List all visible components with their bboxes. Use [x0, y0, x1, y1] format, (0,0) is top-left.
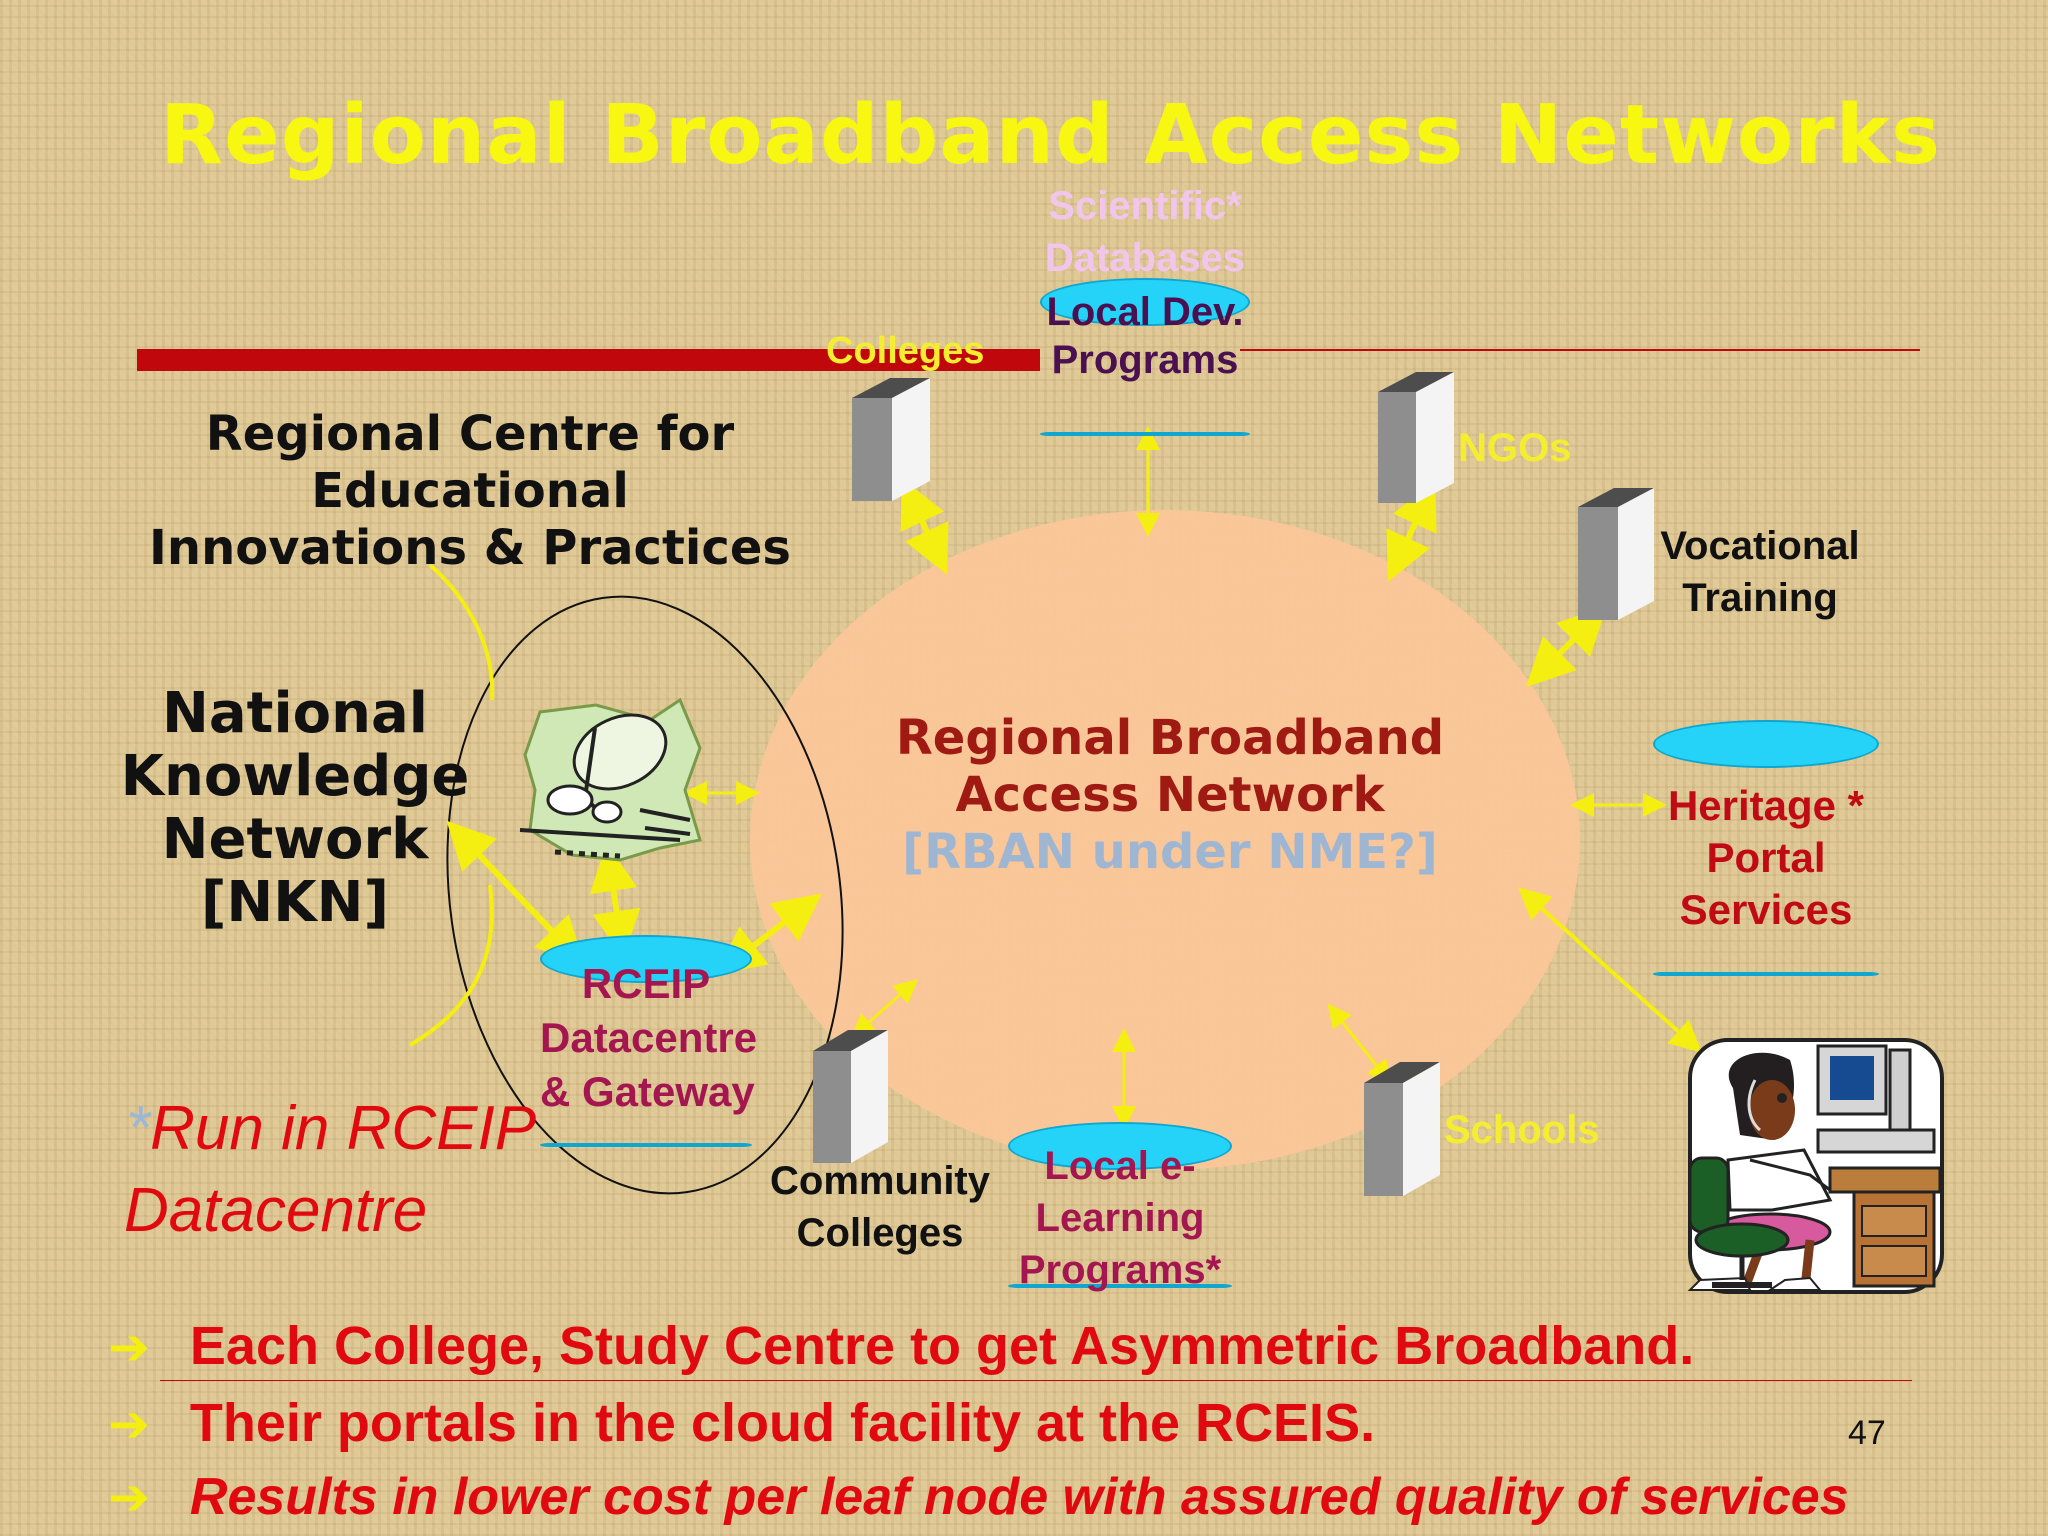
rceip-heading: Regional Centre for Educational Innovati…	[110, 406, 830, 577]
footnote-line-1: Run in RCEIP	[150, 1094, 537, 1163]
nkn-heading-line-2: Knowledge	[120, 744, 470, 809]
rceip-datacentre-cylinder: RCEIP Datacentre & Gateway	[540, 935, 758, 1147]
nkn-heading-line-3: Network	[161, 807, 429, 872]
community-colleges-line-2: Colleges	[796, 1211, 964, 1255]
satellite-dish-icon	[519, 697, 702, 862]
heritage-portal-line-1: Heritage *	[1667, 782, 1865, 829]
scientific-databases-label: Scientific* Databases	[1030, 180, 1260, 284]
server-community	[813, 1030, 888, 1163]
local-elearning-line-1: Local e-	[1044, 1144, 1196, 1188]
rban-line-2: Access Network	[955, 767, 1385, 823]
footnote-line-2: Datacentre	[124, 1176, 428, 1245]
server-vocational	[1578, 488, 1654, 620]
server-ngos	[1378, 372, 1454, 503]
local-elearning-cylinder: Local e- Learning Programs*	[1008, 1122, 1232, 1292]
rban-line-3: [RBAN under NME?]	[902, 824, 1438, 880]
bullet-1-text: Each College, Study Centre to get Asymme…	[189, 1316, 1695, 1376]
arrow-vocational	[1526, 606, 1607, 687]
server-schools	[1364, 1062, 1440, 1196]
rceip-datacentre-line-2: Datacentre	[540, 1014, 758, 1061]
rceip-heading-line-3: Innovations & Practices	[149, 520, 791, 576]
vocational-training-line-2: Training	[1682, 576, 1838, 620]
heritage-portal-line-3: Services	[1679, 886, 1853, 933]
bullet-arrow-icon: ➔	[108, 1395, 150, 1453]
vocational-training-label: Vocational Training	[1660, 520, 1860, 624]
nkn-heading-line-1: National	[162, 681, 428, 746]
scientific-databases-line-2: Databases	[1044, 236, 1246, 280]
local-elearning-line-3: Programs*	[1018, 1248, 1222, 1292]
callout-curve-upper	[428, 563, 495, 701]
red-divider-thick	[137, 349, 1040, 371]
red-divider-thin	[1240, 349, 1920, 351]
rceip-datacentre-line-1: RCEIP	[581, 960, 711, 1007]
slide-title: Regional Broadband Access Networks	[160, 88, 1941, 183]
bullet-3: ➔ Results in lower cost per leaf node wit…	[108, 1467, 1849, 1527]
bullet-3-text: Results in lower cost per leaf node with…	[189, 1468, 1849, 1526]
local-dev-programs-line-1: Local Dev.	[1046, 290, 1244, 334]
colleges-label: Colleges	[826, 330, 985, 372]
community-colleges-line-1: Community	[770, 1159, 990, 1203]
heritage-portal-line-2: Portal	[1706, 834, 1826, 881]
schools-label: Schools	[1444, 1108, 1600, 1152]
heritage-portal-cylinder: Heritage * Portal Services	[1653, 720, 1879, 976]
nkn-heading-line-4: [NKN]	[200, 870, 390, 935]
vocational-training-line-1: Vocational	[1660, 524, 1860, 568]
call-centre-workstation-icon	[1687, 1038, 1944, 1294]
rceip-datacentre-line-3: & Gateway	[540, 1068, 755, 1115]
scientific-databases-line-1: Scientific*	[1048, 184, 1242, 228]
rceip-heading-line-2: Educational	[311, 463, 629, 519]
rceip-heading-line-1: Regional Centre for	[205, 406, 735, 462]
arrow-nkn-datacentre	[446, 820, 585, 966]
arrow-dish-datacentre	[589, 843, 641, 959]
rban-line-1: Regional Broadband	[895, 710, 1445, 766]
arrow-colleges	[900, 478, 949, 575]
footnote-asterisk: *	[126, 1094, 151, 1163]
arrow-schools	[1327, 1003, 1392, 1085]
arrow-community	[850, 979, 919, 1038]
bullet-arrow-icon: ➔	[108, 1318, 150, 1376]
arrow-ngos	[1386, 480, 1437, 582]
server-colleges	[852, 378, 930, 501]
bottom-divider	[160, 1380, 1912, 1381]
bullet-arrow-icon: ➔	[108, 1468, 150, 1526]
bullet-2: ➔ Their portals in the cloud facility at …	[108, 1392, 1375, 1454]
nkn-heading: National Knowledge Network [NKN]	[110, 682, 480, 934]
arrow-workstation	[1518, 887, 1702, 1053]
bullet-2-text: Their portals in the cloud facility at t…	[189, 1393, 1376, 1453]
local-elearning-line-2: Learning	[1035, 1196, 1205, 1240]
bullet-1: ➔ Each College, Study Centre to get Asymm…	[108, 1315, 1694, 1377]
footnote: *Run in RCEIP Datacentre	[124, 1088, 537, 1252]
rban-label: Regional Broadband Access Network [RBAN …	[820, 710, 1520, 881]
local-dev-programs-line-2: Programs	[1051, 338, 1239, 382]
local-dev-programs-cylinder: Local Dev. Programs	[1040, 278, 1250, 436]
ngos-label: NGOs	[1458, 426, 1572, 470]
community-colleges-label: Community Colleges	[760, 1155, 1000, 1259]
slide-number: 47	[1848, 1414, 1886, 1452]
